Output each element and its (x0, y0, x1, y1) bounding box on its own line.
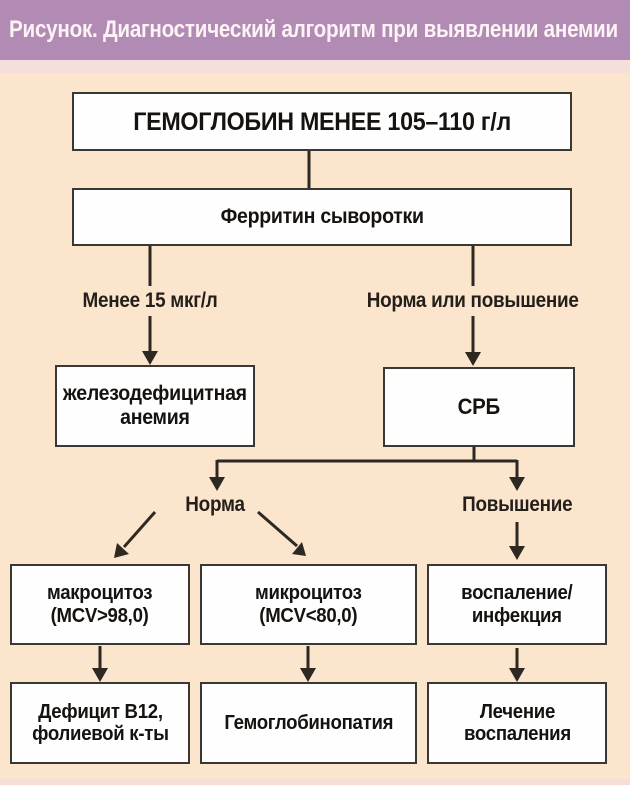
node-inflammation-infection-label: воспаление/ инфекция (461, 582, 573, 627)
edge-label-elevated: Повышение (461, 492, 573, 516)
edge-label-norm-or-elevated: Норма или повышение (353, 286, 593, 316)
node-microcytosis: микроцитоз (MCV<80,0) (200, 564, 417, 645)
node-hemoglobin-label: ГЕМОГЛОБИН МЕНЕЕ 105–110 г/л (133, 107, 511, 136)
arrowheads (92, 351, 525, 682)
node-crp-label: СРБ (457, 393, 501, 419)
figure-header: Рисунок. Диагностический алгоритм при вы… (0, 0, 630, 60)
node-hemoglobinopathy: Гемоглобинопатия (200, 682, 417, 764)
node-ferritin-label: Ферритин сыворотки (220, 205, 424, 229)
edge-label-less-than-15: Менее 15 мкг/л (60, 286, 240, 316)
node-macrocytosis: макроцитоз (MCV>98,0) (10, 564, 190, 645)
node-iron-deficiency-anemia-label: железодефицитная анемия (63, 382, 247, 429)
node-inflammation-treatment-label: Лечение воспаления (463, 700, 571, 745)
node-hemoglobin: ГЕМОГЛОБИН МЕНЕЕ 105–110 г/л (72, 92, 572, 151)
header-divider-strip (0, 60, 630, 73)
edge-label-norm: Норма (185, 492, 245, 516)
node-ferritin: Ферритин сыворотки (72, 188, 572, 246)
node-b12-folate-deficiency-label: Дефицит В12, фолиевой к-ты (31, 700, 169, 745)
node-microcytosis-label: микроцитоз (MCV<80,0) (255, 582, 362, 627)
node-hemoglobinopathy-label: Гемоглобинопатия (224, 711, 393, 734)
node-crp: СРБ (383, 367, 575, 447)
node-iron-deficiency-anemia: железодефицитная анемия (55, 365, 255, 447)
bottom-strip (0, 779, 630, 785)
node-macrocytosis-label: макроцитоз (MCV>98,0) (47, 582, 153, 627)
node-inflammation-treatment: Лечение воспаления (427, 682, 607, 764)
node-b12-folate-deficiency: Дефицит В12, фолиевой к-ты (10, 682, 190, 764)
figure-title: Рисунок. Диагностический алгоритм при вы… (9, 16, 618, 43)
node-inflammation-infection: воспаление/ инфекция (427, 564, 607, 645)
